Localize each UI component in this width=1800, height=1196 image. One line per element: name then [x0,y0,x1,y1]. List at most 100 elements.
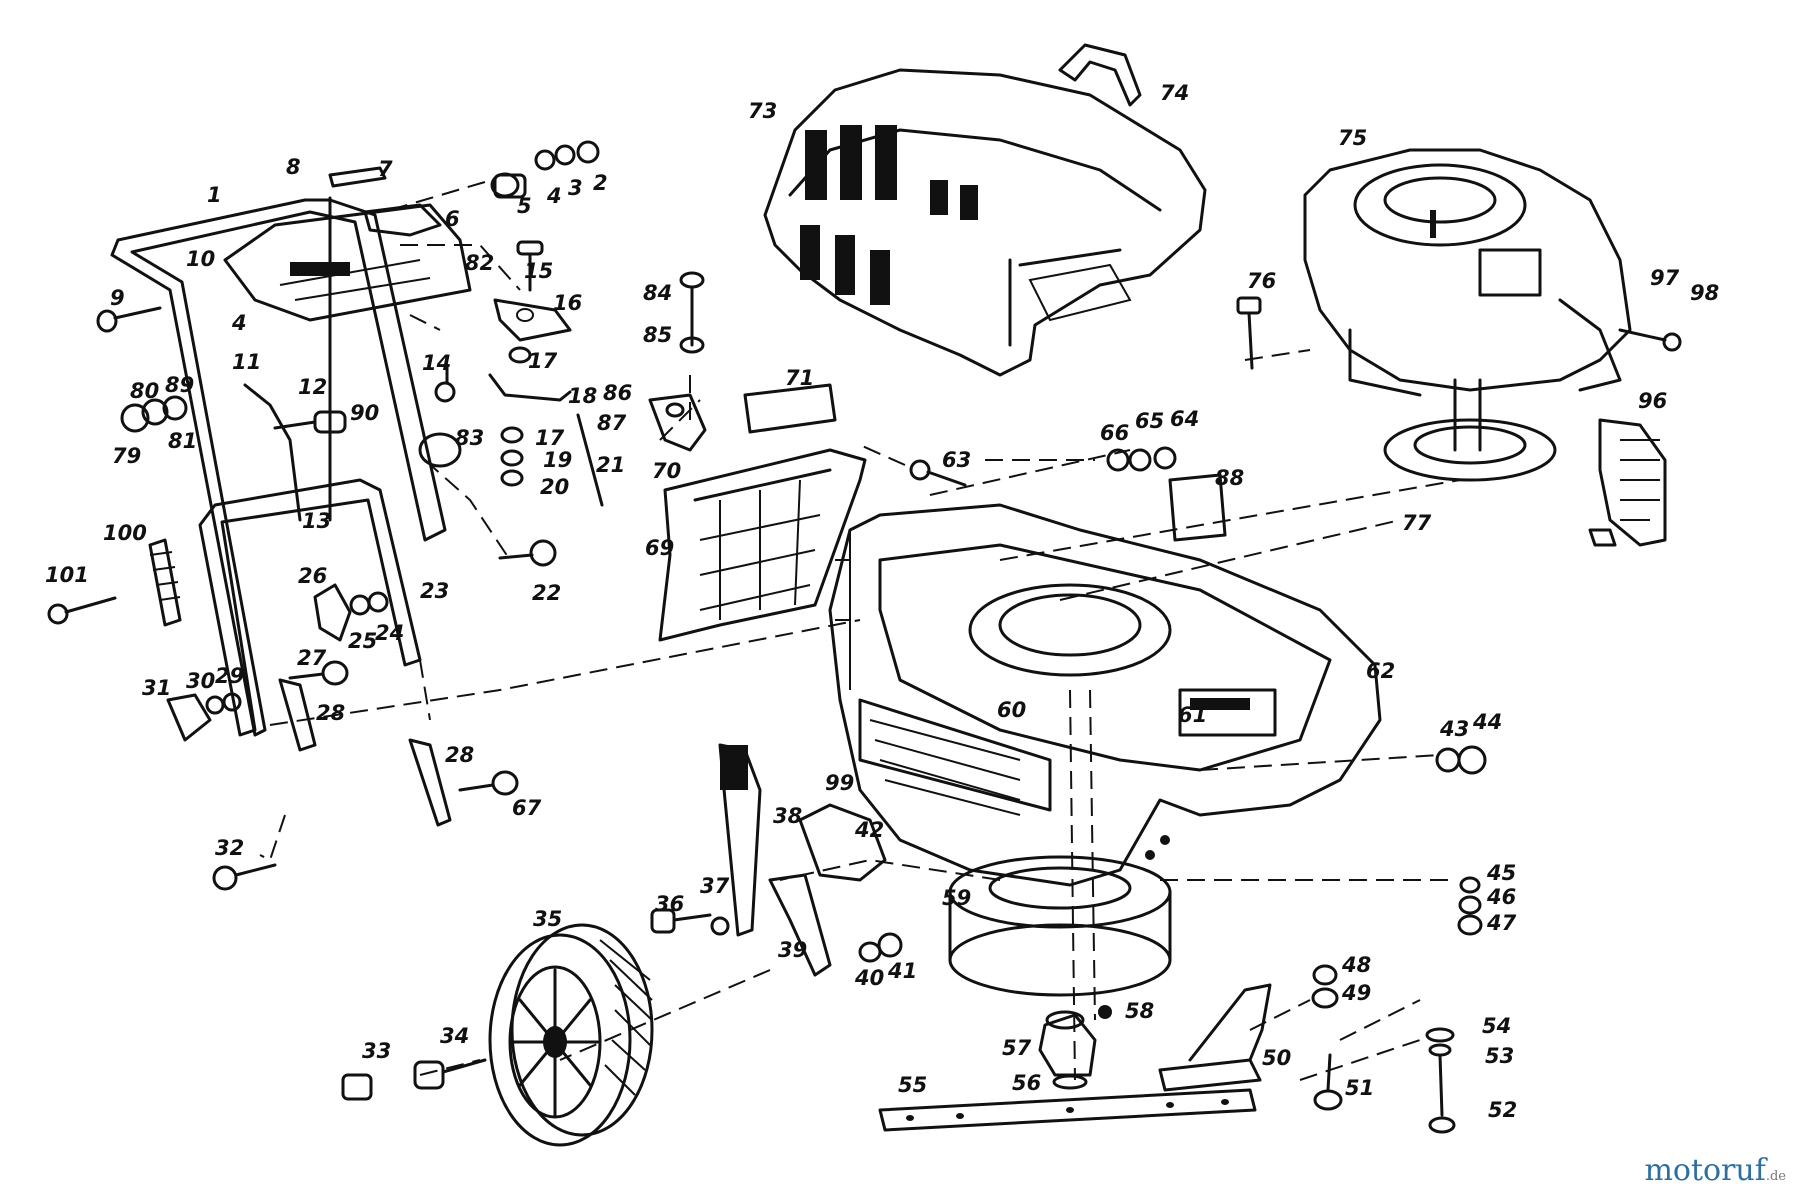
part-label: 80 [130,379,159,403]
control-box [223,203,472,322]
flap-69 [658,448,867,642]
bolt-63 [909,459,967,487]
spring-18 [488,373,572,402]
washers-48-49 [1311,964,1339,1009]
part-label: 90 [350,401,379,425]
part-label: 4 [231,311,247,335]
part-label: 53 [1485,1044,1514,1068]
part-label: 23 [420,579,449,603]
part-label: 84 [643,281,672,305]
part-label: 101 [45,563,89,587]
part-label: 57 [1002,1036,1032,1060]
part-label: 58 [1125,999,1154,1023]
bolt-34 [413,1058,487,1090]
bar-grip [328,166,387,188]
bolt-14 [434,363,456,403]
part-label: 19 [543,448,572,472]
part-label: 49 [1341,981,1371,1005]
part-label: 31 [142,676,171,700]
part-label: 11 [232,350,261,374]
part-label: 47 [1486,911,1517,935]
part-label: 13 [302,509,331,533]
part-label: 38 [773,804,802,828]
part-label: 83 [455,426,484,450]
washers-17-19-20 [500,346,532,487]
part-label: 48 [1341,953,1371,977]
catcher-handle [1058,43,1142,107]
small-parts-knobs [490,140,600,199]
bolt-67 [458,770,519,796]
part-label: 52 [1488,1098,1517,1122]
part-label: 82 [465,251,494,275]
part-label: 18 [568,384,597,408]
cable-clip [363,203,442,237]
part-label: 6 [445,207,460,231]
bracket-70 [648,393,707,452]
part-label: 34 [440,1024,469,1048]
part-label: 42 [854,818,884,842]
part-label: 26 [298,564,327,588]
part-label: 56 [1012,1071,1041,1095]
blade-55 [878,1088,1257,1132]
lever-28-lower [408,738,452,827]
part-label: 55 [898,1073,927,1097]
knob-26 [313,583,389,642]
part-label: 85 [643,323,672,347]
part-label: 73 [748,99,777,123]
part-label: 45 [1486,861,1516,885]
bracket-16 [493,298,572,342]
part-label: 8 [286,155,301,179]
grass-catcher [763,68,1207,377]
key-58 [1098,1005,1112,1019]
part-label: 59 [942,886,971,910]
part-label: 64 [1170,407,1199,431]
label-71 [743,383,837,434]
part-label: 81 [168,429,197,453]
part-label: 86 [603,381,632,405]
part-label: 20 [540,475,569,499]
bolt-76 [1236,296,1262,370]
part-label: 46 [1486,885,1516,909]
nuts-40-41 [858,932,903,963]
nuts-45-46-47 [1457,876,1483,936]
part-label: 30 [186,669,215,693]
part-label: 96 [1638,389,1667,413]
part-label: 87 [597,411,627,435]
part-label: 32 [215,836,244,860]
part-label: 36 [655,892,684,916]
plug-90 [273,410,347,434]
part-label: 10 [186,247,215,271]
part-label: 1 [207,183,222,207]
part-label: 44 [1472,710,1502,734]
part-label: 97 [1650,266,1680,290]
part-label: 5 [517,194,532,218]
wheel-bracket-38 [718,743,762,937]
part-label: 79 [112,444,141,468]
mulch-blade-50 [1158,983,1272,1092]
part-label: 100 [103,521,147,545]
part-label: 16 [553,291,582,315]
part-label: 50 [1262,1046,1291,1070]
part-label: 9 [110,286,125,310]
part-label: 14 [422,351,451,375]
watermark-suffix: .de [1765,1169,1786,1184]
starter-cover-96 [1588,418,1667,547]
ring-83 [418,432,462,468]
part-label: 54 [1482,1014,1511,1038]
part-label: 69 [645,536,674,560]
part-label: 22 [532,581,561,605]
height-adjuster-42 [798,803,887,882]
washers-79-80-81 [120,395,188,433]
part-label: 66 [1100,421,1129,445]
bolt-27 [288,660,349,686]
lower-handle [198,478,422,737]
part-label: 76 [1247,269,1276,293]
label-88 [1168,473,1227,542]
deck-front-guard-99 [858,698,1052,812]
part-label: 75 [1338,126,1367,150]
mower-deck [828,503,1382,887]
bolt-22 [498,539,557,567]
part-label: 77 [1402,511,1432,535]
part-label: 39 [778,938,807,962]
